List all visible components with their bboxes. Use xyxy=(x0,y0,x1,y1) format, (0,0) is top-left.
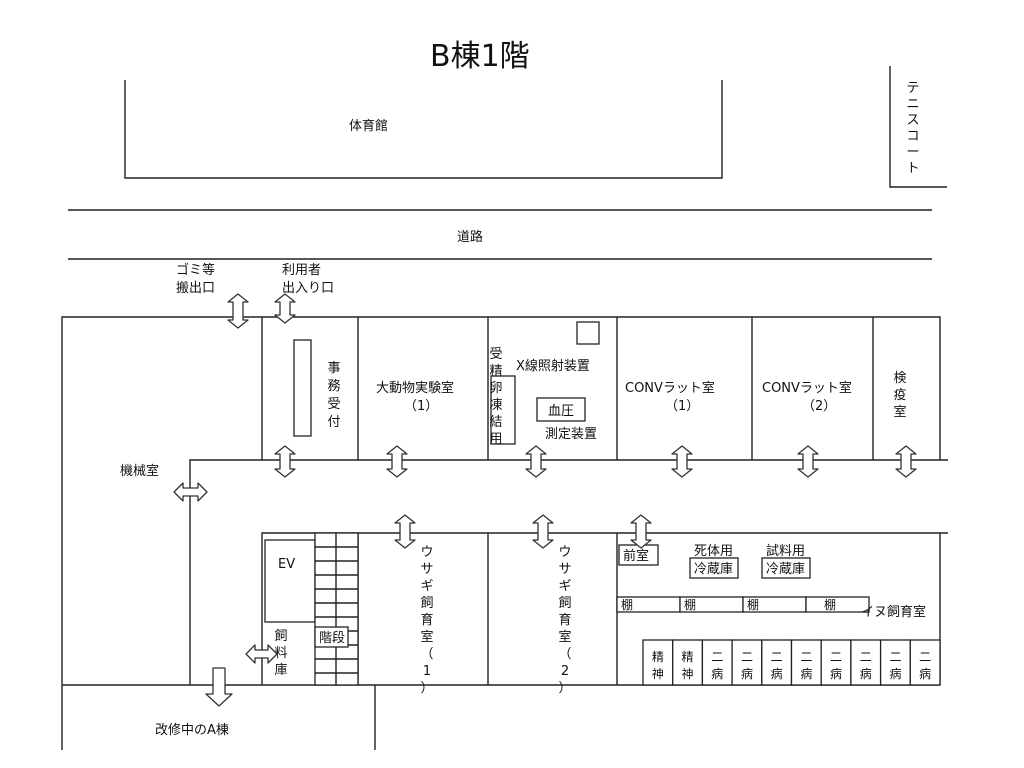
pen-label: 二病 xyxy=(889,650,901,681)
rabbit-room-1-label: ウサギ飼育室（1） xyxy=(420,545,433,696)
freezing-box xyxy=(490,375,516,445)
door-arrow xyxy=(895,445,917,478)
stairs xyxy=(314,532,359,686)
tennis-court: テニスコート xyxy=(889,66,947,188)
quarantine-room-label: 検疫室 xyxy=(893,371,906,420)
garbage-exit-label: ゴミ等搬出口 xyxy=(176,262,215,296)
pen-label: 二病 xyxy=(711,650,723,681)
pen-label: 二病 xyxy=(860,650,872,681)
shelf-label: 棚 xyxy=(747,597,759,612)
conv-rat-room-1-label: CONVラット室（1） xyxy=(625,380,715,414)
pen-label: 二病 xyxy=(800,650,812,681)
pen-label: 二病 xyxy=(919,650,931,681)
door-arrow xyxy=(797,445,819,478)
door-arrow xyxy=(394,514,416,549)
bp-label: 測定装置 xyxy=(545,427,597,442)
door-arrow xyxy=(525,445,547,478)
building-a-arrow xyxy=(205,667,233,707)
pen xyxy=(672,639,704,686)
pen xyxy=(761,639,793,686)
building-a-label: 改修中のA棟 xyxy=(155,723,229,738)
pen xyxy=(909,639,941,686)
dog-room-label: イヌ飼育室 xyxy=(861,604,926,620)
rabbit-room-2-label: ウサギ飼育室（2） xyxy=(558,545,571,696)
anteroom-label: 前室 xyxy=(623,548,649,564)
road-label: 道路 xyxy=(457,229,483,245)
pen xyxy=(790,639,822,686)
shelf-label: 棚 xyxy=(621,597,633,612)
door-arrow xyxy=(671,445,693,478)
pen-label: 二病 xyxy=(830,650,842,681)
conv-rat-room-2-label: CONVラット室（2） xyxy=(762,380,852,414)
pen xyxy=(879,639,911,686)
carcass-fridge-label: 死体用冷蔵庫 xyxy=(694,544,733,577)
pen-label: 二病 xyxy=(741,650,753,681)
pen-label: 二病 xyxy=(771,650,783,681)
elevator-label: EV xyxy=(278,557,295,572)
door-arrow xyxy=(532,514,554,549)
door-arrow xyxy=(274,445,296,478)
reception-counter xyxy=(293,339,312,437)
machine-room-door-arrow xyxy=(173,482,208,502)
xray-device-box xyxy=(576,321,600,345)
elevator xyxy=(264,539,316,623)
shelf xyxy=(805,596,870,613)
garbage-exit-arrow xyxy=(227,293,249,329)
office-label: 事務受付 xyxy=(327,361,340,430)
sample-fridge-box xyxy=(761,557,811,579)
shelf-row: 棚棚棚棚 xyxy=(616,596,870,613)
pen-label: 精神 xyxy=(652,650,664,681)
user-entrance-label: 利用者出入り口 xyxy=(282,263,334,296)
freezing-label: 受精卵凍結用 xyxy=(489,347,502,447)
carcass-fridge-box xyxy=(689,557,739,579)
pen xyxy=(642,639,674,686)
door-arrow xyxy=(630,514,652,549)
bp-device-box xyxy=(536,397,586,422)
bp-box-label: 血圧 xyxy=(548,404,574,419)
shelf-label: 棚 xyxy=(824,597,836,612)
door-arrows xyxy=(173,293,917,707)
user-entrance-arrow xyxy=(274,293,296,324)
page-title: B棟1階 xyxy=(430,39,530,74)
shelf-label: 棚 xyxy=(684,597,696,612)
machine-room-label: 機械室 xyxy=(120,463,159,479)
pen xyxy=(820,639,852,686)
pen xyxy=(701,639,733,686)
stairs-label-box xyxy=(314,626,349,648)
stairs-label: 階段 xyxy=(319,631,345,646)
feed-storage-label: 飼料庫 xyxy=(274,629,287,678)
pen xyxy=(731,639,763,686)
tennis-court-label: テニスコート xyxy=(906,81,919,176)
large-animal-room-label: 大動物実験室（1） xyxy=(376,380,454,414)
road: 道路 xyxy=(68,209,932,260)
xray-label: X線照射装置 xyxy=(516,358,590,374)
pen-label: 精神 xyxy=(682,650,694,681)
gymnasium-label: 体育館 xyxy=(349,118,388,134)
sample-fridge-label: 試料用冷蔵庫 xyxy=(766,543,805,577)
gymnasium: 体育館 xyxy=(124,80,723,179)
door-arrow xyxy=(386,445,408,478)
feed-storage-door-arrow xyxy=(245,644,278,664)
